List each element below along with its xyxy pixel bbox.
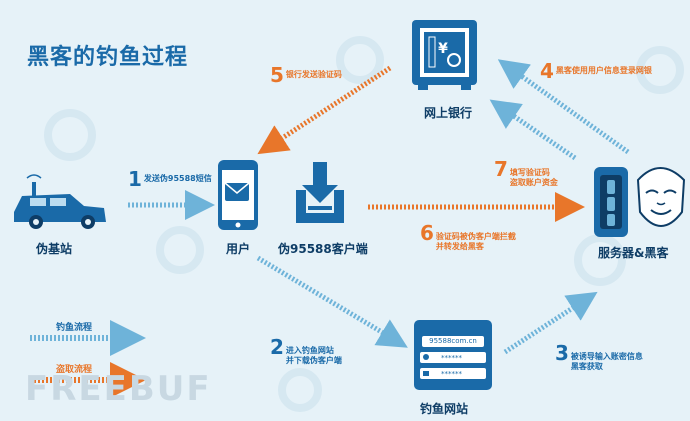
label-phishing-site: 钓鱼网站: [420, 402, 469, 416]
password-mask: ******: [441, 370, 463, 378]
username-mask: ******: [441, 354, 463, 362]
step-2-number: 2: [270, 335, 284, 359]
step-2: 2 进入钓鱼网站 并下载伪客户端: [270, 326, 380, 376]
step-4: 4 黑客使用用户信息登录网银: [540, 60, 680, 82]
phishing-site-window-icon: ****** ******: [414, 320, 492, 390]
phishing-url: 95588com.cn: [422, 336, 484, 347]
step-6-number: 6: [420, 221, 434, 245]
legend-phishing-label: 钓鱼流程: [56, 323, 93, 333]
step-5-number: 5: [270, 63, 284, 87]
theft-flow-arrows: [257, 65, 585, 222]
step-2-text: 进入钓鱼网站 并下载伪客户端: [285, 346, 342, 365]
car-icon: [14, 174, 106, 229]
step-5-text: 银行发送验证码: [285, 70, 342, 79]
step-1-number: 1: [128, 167, 142, 191]
step-4-number: 4: [540, 59, 554, 83]
freebuf-watermark: FREEBUF: [25, 369, 212, 409]
label-online-bank: 网上银行: [424, 106, 473, 120]
step-4-text: 黑客使用用户信息登录网银: [555, 66, 652, 75]
phishing-flow-arrows: [128, 59, 630, 355]
step-3-text: 被诱导输入账密信息 黑客获取: [570, 352, 643, 371]
step-7-number: 7: [494, 157, 508, 181]
step-6-text: 验证码被伪客户端拦截 并转发给黑客: [435, 232, 516, 251]
step-7-text: 填写验证码 盗取账户资金: [509, 168, 558, 187]
step-6: 6 验证码被伪客户端拦截 并转发给黑客: [420, 212, 540, 262]
step-7: 7 填写验证码 盗取账户资金: [494, 148, 594, 198]
page-title: 黑客的钓鱼过程: [27, 45, 189, 70]
step-3-number: 3: [555, 341, 569, 365]
step-1: 1 发送伪95588短信: [128, 168, 238, 190]
hacker-mask-icon: [636, 167, 686, 227]
label-fake-client: 伪95588客户端: [278, 242, 368, 256]
download-client-icon: [296, 162, 344, 223]
step-5: 5 银行发送验证码: [270, 64, 380, 86]
bank-safe-icon: ¥: [412, 20, 477, 90]
step-3: 3 被诱导输入账密信息 黑客获取: [555, 332, 665, 382]
svg-text:¥: ¥: [438, 41, 448, 57]
step-1-text: 发送伪95588短信: [143, 174, 212, 183]
server-icon: [594, 167, 628, 237]
legend-theft-label: 盗取流程: [56, 365, 93, 375]
label-server-hacker: 服务器&黑客: [598, 246, 669, 260]
label-fake-base-station: 伪基站: [36, 242, 73, 256]
background-circles: [44, 36, 684, 412]
label-user: 用户: [226, 242, 251, 256]
phone-icon: [218, 160, 258, 230]
